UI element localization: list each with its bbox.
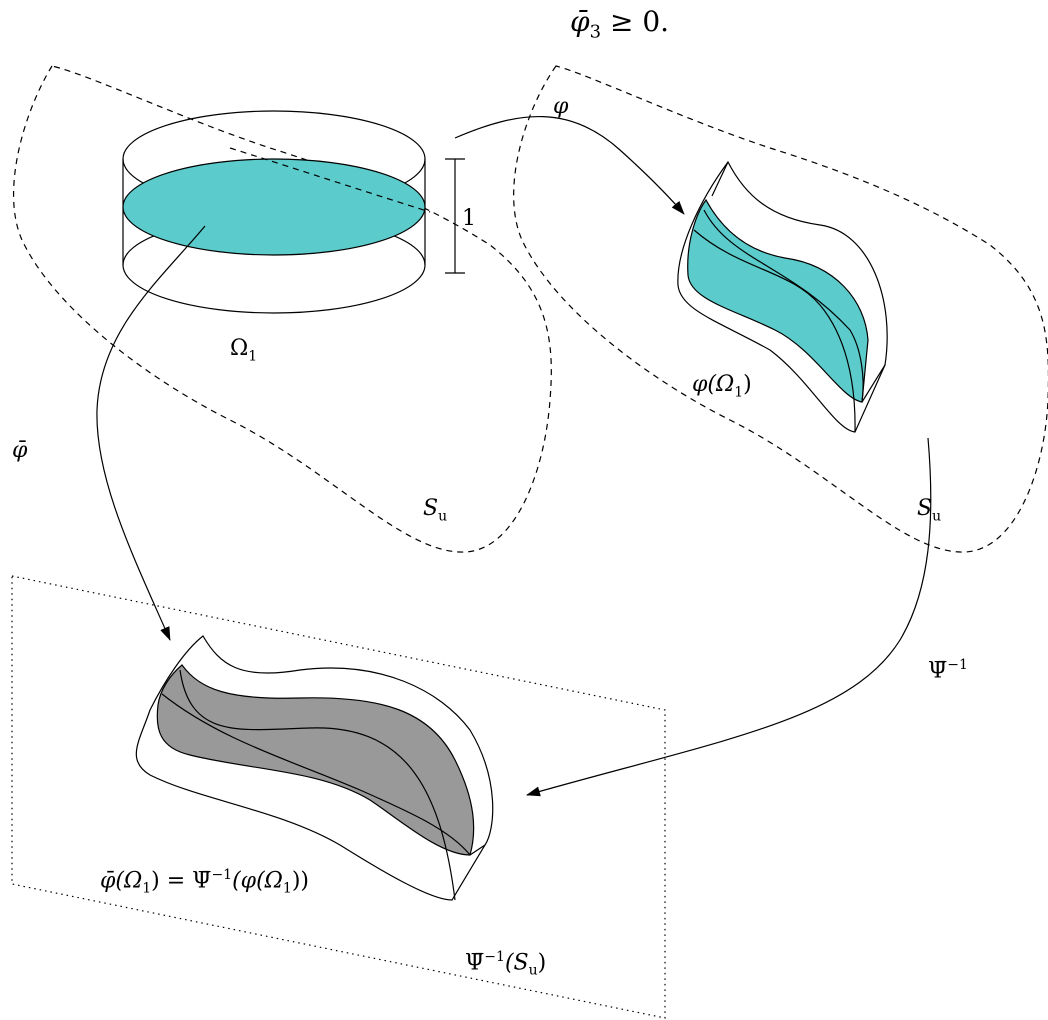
arrow-psi-inverse — [526, 437, 932, 797]
surface-su-right — [513, 65, 1048, 553]
phibar-inner-curve-1 — [179, 669, 456, 901]
phi-omega1-shape — [677, 160, 888, 433]
label-bottom-equation: φ̄(Ω1) = Ψ̄−1(φ(Ω1)) — [100, 867, 309, 897]
height-bracket — [445, 158, 465, 274]
cylinder-bottom-front — [122, 264, 426, 314]
surface-su-left-overlay — [229, 147, 431, 213]
arrow-phibar — [96, 225, 206, 641]
surface-su-left — [13, 65, 552, 553]
label-height: 1 — [462, 206, 476, 231]
label-phibar: φ̄ — [12, 438, 28, 463]
phi-teal-region — [687, 198, 869, 403]
label-psi-inverse-su: Ψ̄−1(Su) — [465, 949, 547, 979]
phi-inner-curve-1 — [703, 209, 864, 403]
label-su-left: Su — [423, 496, 448, 525]
arrow-phi — [454, 116, 685, 215]
label-phi-omega1: φ(Ω1) — [692, 372, 752, 401]
omega1-slice — [122, 158, 426, 256]
phi-outer-outline — [677, 160, 888, 433]
plane-dotted — [11, 575, 666, 1019]
caption-inequality: φ̄3 ≥ 0. — [570, 5, 670, 43]
phibar-omega1-shape — [135, 635, 494, 901]
label-psi-inverse: Ψ̄−1 — [928, 657, 968, 684]
label-omega1: Ω1 — [230, 336, 258, 365]
phi-back-edge — [711, 161, 886, 403]
label-phi: φ — [553, 94, 569, 119]
phi-inner-curve-2 — [693, 229, 856, 433]
phibar-inner-curve-2 — [161, 693, 471, 856]
phibar-gray-region — [156, 664, 475, 856]
cylinder-omega1 — [122, 110, 431, 314]
phibar-back-edge — [469, 844, 486, 856]
phibar-outer-outline — [135, 635, 494, 901]
label-su-right: Su — [917, 496, 942, 525]
